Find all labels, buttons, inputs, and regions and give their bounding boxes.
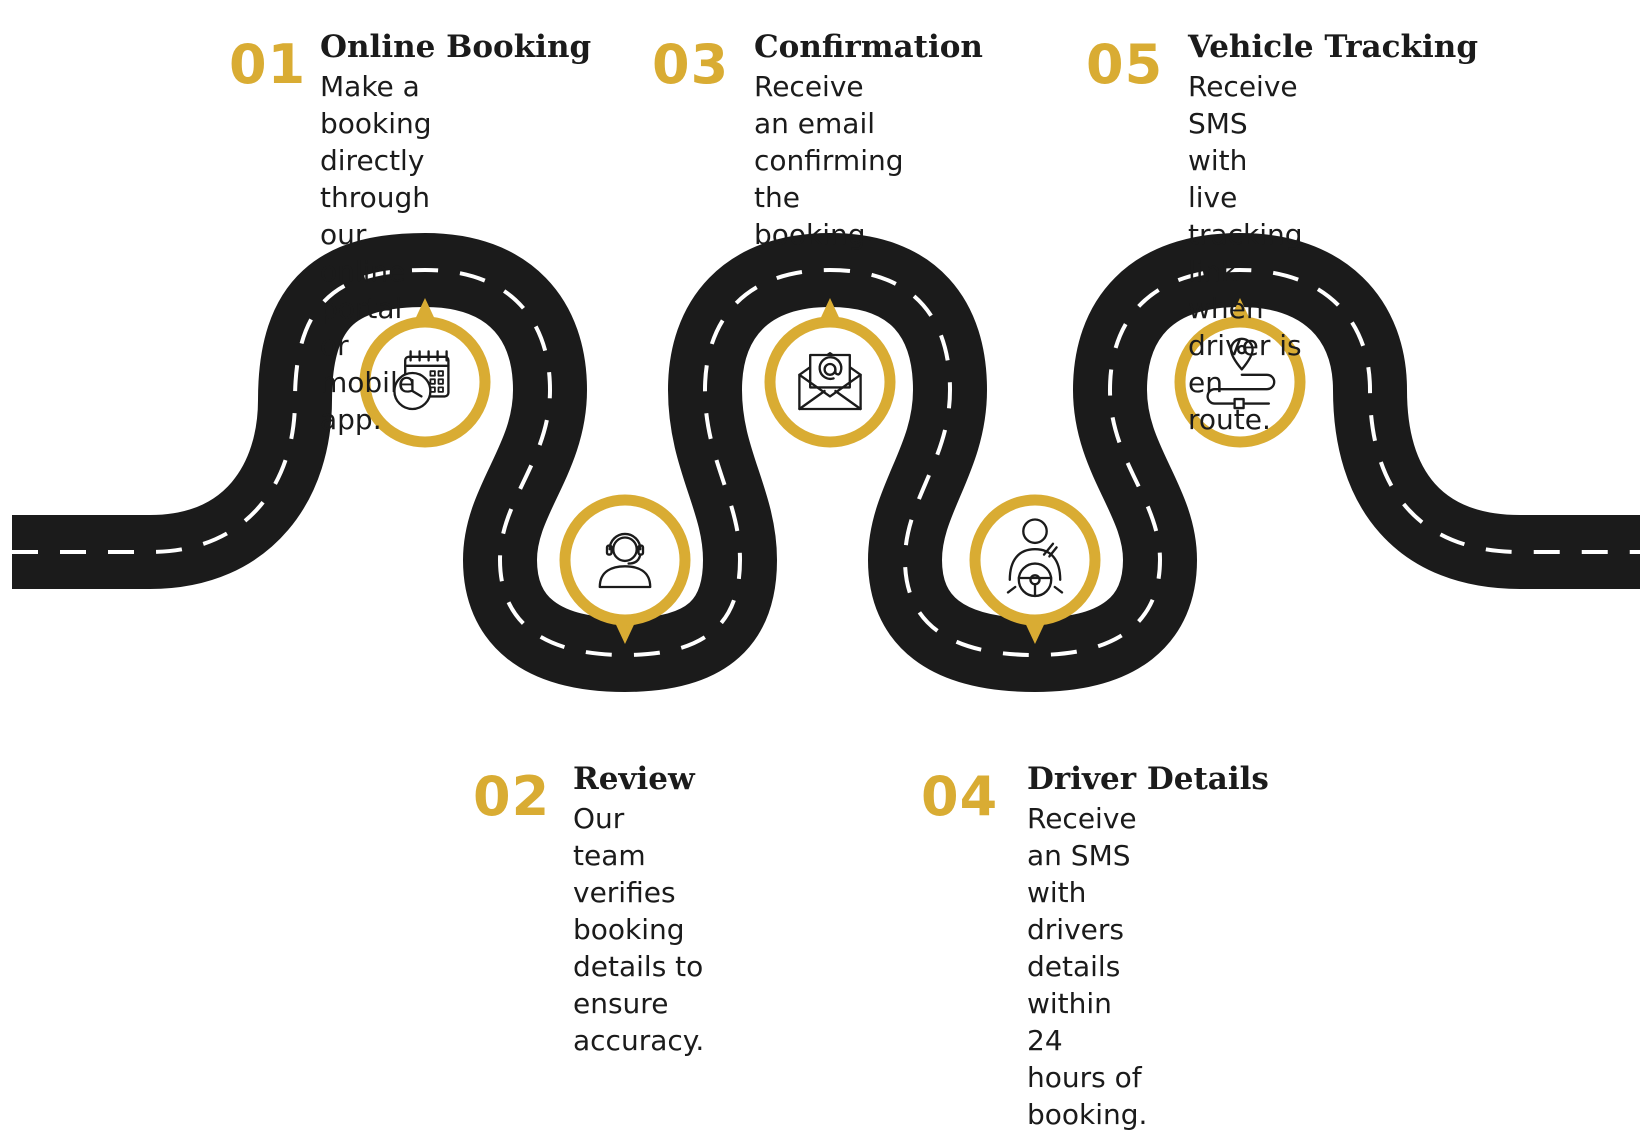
winding-road-diagram <box>12 233 1640 692</box>
step-description: Receive an SMS with drivers details with… <box>1027 802 1148 1131</box>
marker-ring <box>1174 316 1306 448</box>
step-title: Vehicle Tracking <box>1188 29 1478 65</box>
marker-step-04 <box>969 494 1101 644</box>
marker-ring <box>969 494 1101 626</box>
email-envelope-icon <box>798 352 862 411</box>
step-number: 05 <box>1086 33 1164 96</box>
step-description: Make a booking directly through our onli… <box>320 70 432 436</box>
marker-step-03 <box>764 298 896 448</box>
marker-step-02 <box>559 494 691 644</box>
headset-agent-icon <box>598 532 652 589</box>
marker-step-05 <box>1174 298 1306 448</box>
step-description: Our team verifies booking details to ens… <box>573 802 705 1057</box>
step-number: 01 <box>229 33 307 96</box>
step-number: 03 <box>652 33 730 96</box>
step-description: Receive an email confirming the booking. <box>754 70 904 251</box>
location-route-icon <box>1206 337 1276 410</box>
marker-step-01 <box>359 298 491 448</box>
step-number: 02 <box>473 765 551 828</box>
step-title: Confirmation <box>754 29 983 65</box>
step-number: 04 <box>921 765 999 828</box>
road-lane-markings <box>12 268 1640 657</box>
step-title: Online Booking <box>320 29 592 65</box>
step-title: Driver Details <box>1027 761 1269 797</box>
step-description: Receive SMS with live tracking link when… <box>1188 70 1303 436</box>
step-title: Review <box>573 761 695 797</box>
driver-steering-wheel-icon <box>1006 518 1064 598</box>
calendar-clock-icon <box>393 350 450 411</box>
